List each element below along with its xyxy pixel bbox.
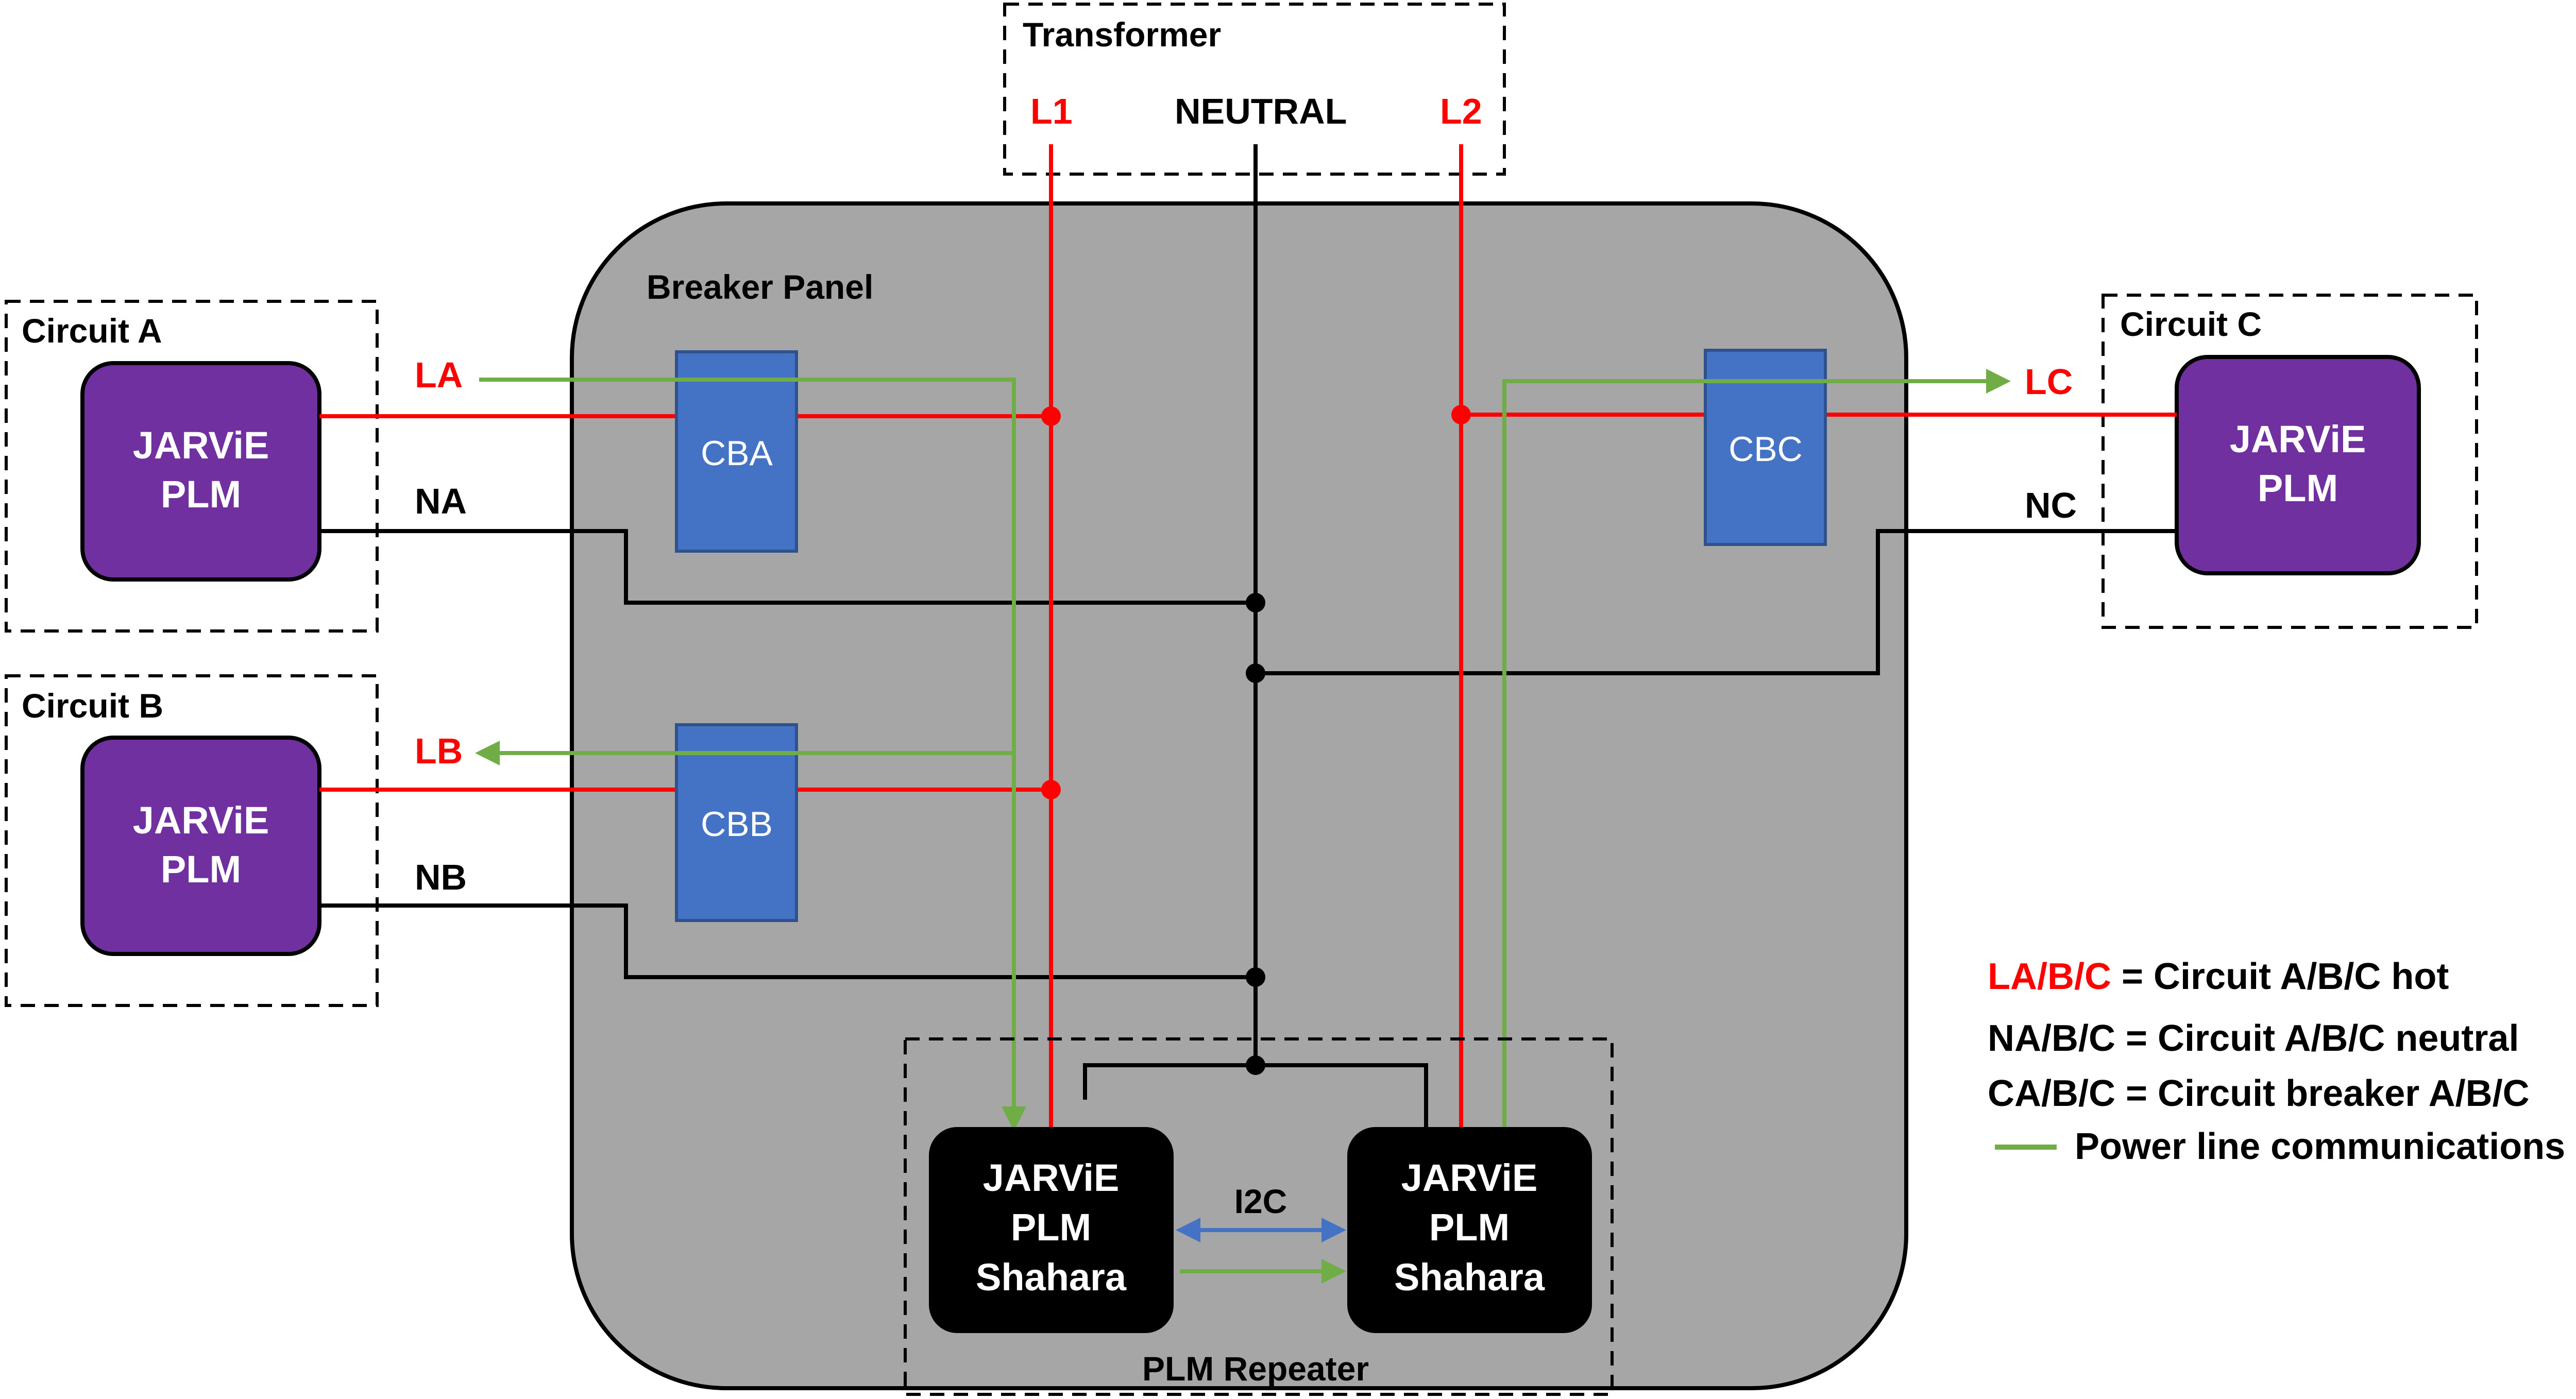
- plm-repeater-title: PLM Repeater: [1142, 1350, 1369, 1388]
- circuit-c-plm-line2: PLM: [2258, 467, 2338, 509]
- circuit-b-title: Circuit B: [22, 687, 163, 725]
- repeater-right-line2: PLM: [1429, 1206, 1510, 1249]
- circuit-b-hot-label: LB: [415, 731, 463, 771]
- circuit-a-neutral-label: NA: [415, 481, 467, 521]
- i2c-label: I2C: [1234, 1182, 1287, 1220]
- junction-dots: [1041, 405, 1471, 1075]
- repeater-left-device: [929, 1127, 1174, 1333]
- breaker-panel-title: Breaker Panel: [647, 268, 873, 306]
- circuit-b-plm-device: [80, 736, 321, 956]
- circuit-c-neutral-label: NC: [2025, 485, 2077, 525]
- circuit-a-title: Circuit A: [22, 312, 162, 350]
- plc-wiring: [475, 369, 2011, 1284]
- circuit-a-plm-line2: PLM: [161, 473, 241, 516]
- repeater-left-line2: PLM: [1011, 1206, 1091, 1249]
- breaker-b-label: CBB: [701, 805, 773, 844]
- circuit-a-plm-device: [80, 361, 321, 582]
- legend-hot-desc: = Circuit A/B/C hot: [2111, 956, 2449, 997]
- breaker-c-label: CBC: [1728, 430, 1803, 469]
- circuit-b-plm-line2: PLM: [161, 848, 241, 891]
- repeater-left-line1: JARViE: [983, 1156, 1120, 1199]
- circuit-c-plm-device: [2175, 355, 2421, 575]
- circuit-c-plm-line1: JARViE: [2230, 418, 2366, 460]
- plm-repeater-box: [904, 1037, 1614, 1396]
- circuit-c-hot-label: LC: [2025, 362, 2073, 402]
- legend-hot: LA/B/C = Circuit A/B/C hot: [1988, 956, 2449, 997]
- transformer-neutral-label: NEUTRAL: [1175, 91, 1347, 131]
- breaker-a-label: CBA: [701, 434, 773, 473]
- circuit-b-neutral-label: NB: [415, 857, 467, 897]
- legend-hot-key: LA/B/C: [1988, 956, 2111, 997]
- transformer-l2-label: L2: [1440, 91, 1482, 131]
- repeater-right-line3: Shahara: [1394, 1256, 1545, 1299]
- transformer-title: Transformer: [1023, 15, 1221, 54]
- legend-neutral: NA/B/C = Circuit A/B/C neutral: [1988, 1018, 2519, 1059]
- circuit-a-hot-label: LA: [415, 355, 463, 395]
- legend: LA/B/C = Circuit A/B/C hot NA/B/C = Circ…: [1988, 956, 2565, 1167]
- repeater-right-line1: JARViE: [1401, 1156, 1538, 1199]
- breaker-b: [675, 723, 798, 922]
- repeater-left-line3: Shahara: [976, 1256, 1127, 1299]
- circuit-b-plm-line1: JARViE: [133, 799, 269, 842]
- circuit-a-plm-line1: JARViE: [133, 424, 269, 467]
- legend-plc: Power line communications: [2075, 1126, 2565, 1167]
- transformer-l1-label: L1: [1030, 91, 1073, 131]
- circuit-c-title: Circuit C: [2120, 305, 2262, 343]
- repeater-right-device: [1347, 1127, 1592, 1333]
- legend-breaker: CA/B/C = Circuit breaker A/B/C: [1988, 1073, 2530, 1114]
- breaker-a: [675, 350, 798, 553]
